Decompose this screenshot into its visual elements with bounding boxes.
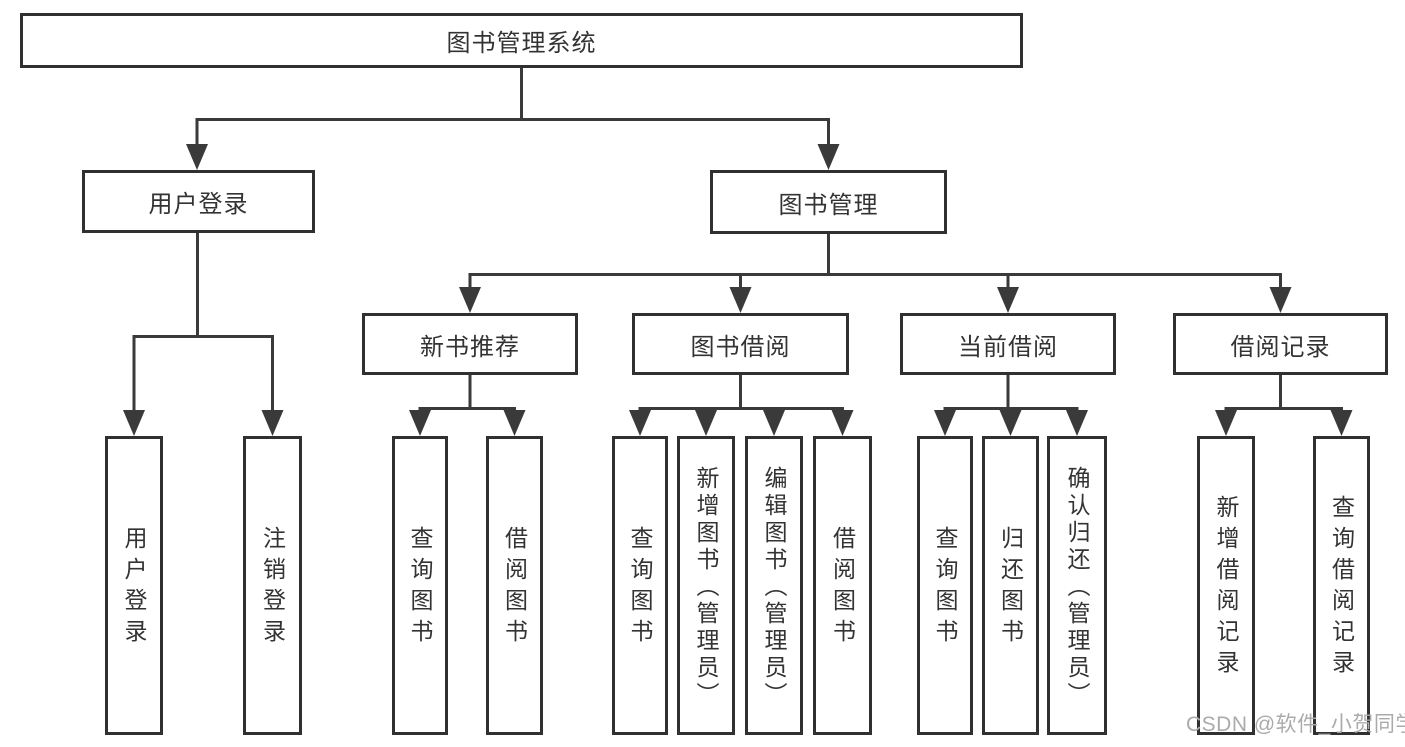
node-library-system-label: 图书管理系统: [446, 30, 597, 57]
leaf-newrec-query-books-label: 查询图书: [407, 525, 433, 650]
leaf-newrec-query-books: 查询图书: [392, 436, 448, 735]
connector-book-mgmt-to-level3: [459, 234, 1292, 313]
leaf-borrowing-query-books: 查询图书: [612, 436, 668, 735]
leaf-newrec-borrow-books: 借阅图书: [486, 436, 543, 735]
node-library-system: 图书管理系统: [20, 13, 1023, 68]
leaf-return-books-label: 归还图书: [997, 525, 1024, 650]
leaf-edit-books-admin: 编辑图书（管理员）: [745, 436, 803, 735]
leaf-add-books-admin: 新增图书（管理员）: [677, 436, 735, 735]
node-new-book-recommend-label: 新书推荐: [420, 333, 520, 361]
leaf-add-borrow-record-label: 新增借阅记录: [1213, 494, 1239, 681]
node-book-management-label: 图书管理: [778, 191, 879, 219]
leaf-newrec-borrow-books-label: 借阅图书: [501, 525, 528, 650]
leaf-query-borrow-record: 查询借阅记录: [1313, 436, 1370, 735]
node-book-borrowing-label: 图书借阅: [690, 333, 791, 361]
leaf-user-login: 用户登录: [105, 436, 163, 735]
leaf-user-login-label: 用户登录: [121, 525, 147, 650]
node-current-borrowing-label: 当前借阅: [958, 333, 1058, 361]
csdn-watermark: CSDN @软件_小贺同学: [1186, 713, 1405, 736]
connector-book-borrow-to-leaves: [629, 375, 854, 436]
node-user-login: 用户登录: [82, 170, 315, 233]
leaf-confirm-return-admin: 确认归还（管理员）: [1047, 436, 1107, 735]
leaf-return-books: 归还图书: [982, 436, 1039, 735]
node-current-borrowing: 当前借阅: [900, 313, 1116, 375]
node-book-management: 图书管理: [710, 170, 947, 234]
connector-borrow-record-to-leaves: [1215, 375, 1353, 436]
leaf-current-query-books-label: 查询图书: [932, 525, 958, 650]
leaf-borrowing-borrow-books-label: 借阅图书: [829, 525, 856, 650]
node-borrow-records: 借阅记录: [1173, 313, 1388, 375]
leaf-current-query-books: 查询图书: [917, 436, 973, 735]
node-user-login-label: 用户登录: [148, 191, 249, 218]
node-book-borrowing: 图书借阅: [632, 313, 849, 375]
connector-new-book-rec-to-leaves: [409, 375, 526, 436]
connector-current-borrow-to-leaves: [934, 375, 1088, 436]
connector-user-login-to-leaves: [123, 232, 284, 436]
leaf-borrowing-query-books-label: 查询图书: [627, 525, 653, 650]
leaf-query-borrow-record-label: 查询借阅记录: [1328, 494, 1355, 681]
leaf-confirm-return-admin-label: 确认归还（管理员）: [1064, 466, 1090, 709]
leaf-borrowing-borrow-books: 借阅图书: [813, 436, 872, 735]
leaf-edit-books-admin-label: 编辑图书（管理员）: [761, 466, 787, 709]
leaf-logout-label: 注销登录: [259, 525, 286, 650]
node-borrow-records-label: 借阅记录: [1230, 333, 1331, 361]
leaf-add-borrow-record: 新增借阅记录: [1197, 436, 1255, 735]
connector-root-to-level2: [186, 68, 840, 170]
leaf-add-books-admin-label: 新增图书（管理员）: [693, 466, 719, 709]
node-new-book-recommend: 新书推荐: [362, 313, 578, 375]
leaf-logout: 注销登录: [243, 436, 302, 735]
